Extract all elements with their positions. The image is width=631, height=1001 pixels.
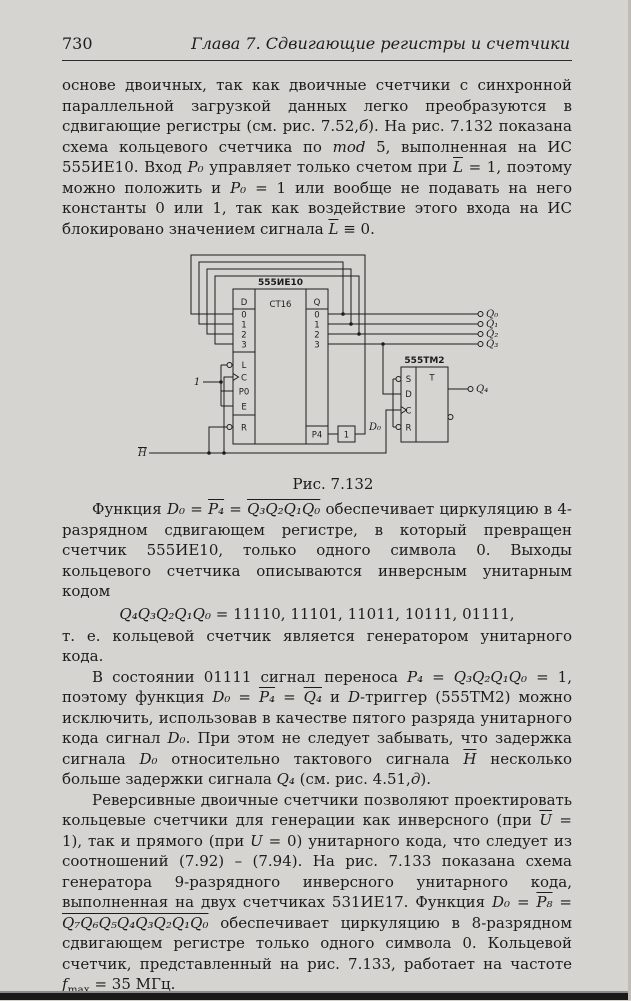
scan-edge-right [628, 0, 631, 1000]
label-const1: 1 [194, 377, 200, 388]
bubble-R [226, 424, 233, 430]
label-q3: Q₃ [486, 339, 498, 350]
ic-type-label: CT16 [270, 300, 292, 310]
wire-outputs [328, 313, 478, 345]
flip-flop: 555ТМ2 T S D C R [400, 356, 449, 443]
page: 730 Глава 7. Сдвигающие регистры и счетч… [62, 34, 572, 1001]
ic-pin-p4: P4 [312, 431, 323, 441]
label-q0: Q₀ [486, 309, 498, 320]
ic-pin-R: R [241, 424, 247, 434]
wire-clock [149, 376, 401, 454]
ic-pin-L: L [242, 361, 247, 371]
ic-pin-q2: 2 [314, 331, 319, 341]
ic-pin-q1: 1 [314, 321, 319, 331]
paragraph-4: В состоянии 01111 сигнал переноса P₄ = Q… [62, 667, 572, 789]
formula-line: Q₄Q₃Q₂Q₁Q₀ = 11110, 11101, 11011, 10111,… [119, 604, 515, 623]
paragraph-3: т. е. кольцевой счетчик является генерат… [62, 626, 572, 666]
ff-pin-C: C [406, 407, 412, 417]
ic-pin-q0: 0 [314, 311, 319, 321]
ff-pin-R: R [406, 424, 412, 434]
page-number: 730 [62, 34, 93, 53]
label-q1: Q₁ [486, 319, 498, 330]
header-rule [62, 60, 572, 61]
ff-pin-S: S [406, 375, 411, 385]
wires [149, 254, 478, 454]
bubble-ff-qinv [447, 414, 454, 420]
wire-q1-d2 [206, 268, 352, 335]
wire-q0-d1 [198, 261, 344, 325]
ic-pin-d3: 3 [241, 341, 246, 351]
ic-title-label: 555ИЕ10 [258, 278, 303, 288]
label-q2: Q₂ [486, 329, 498, 340]
ff-title-label: 555ТМ2 [404, 356, 444, 366]
ic-dividers [233, 289, 328, 444]
ff-pin-D: D [405, 390, 412, 400]
gate-box [337, 425, 356, 443]
bubble-L [226, 362, 233, 368]
figure-caption: Рис. 7.132 [292, 475, 374, 493]
ic-pin-d0: 0 [241, 311, 246, 321]
ff-box [400, 366, 449, 443]
label-clock: H [137, 448, 147, 459]
gate-label: 1 [344, 431, 349, 441]
scan-edge-bottom [0, 993, 631, 1000]
wire-d0-feedback [190, 254, 366, 435]
figure-7-132: 555ИЕ10 CT16 D 0 1 2 3 L C P0 E R Q 0 1 … [133, 249, 533, 493]
ic-box [232, 288, 329, 445]
running-head: Глава 7. Сдвигающие регистры и счетчики [191, 34, 570, 53]
ff-type-label: T [428, 374, 435, 384]
ic-pin-P0: P0 [239, 388, 250, 398]
junction-dots [207, 312, 385, 455]
ic-pin-q3: 3 [314, 341, 319, 351]
wire-q2-d3 [214, 275, 360, 345]
terminals [226, 311, 484, 430]
wire-reset [208, 426, 227, 453]
bubble-ff-S [395, 376, 402, 382]
paragraph-2: Функция D₀ = P₄ = Q₃Q₂Q₁Q₀ обеспечивает … [62, 500, 572, 600]
ic-pin-d2: 2 [241, 331, 246, 341]
clock-edge-marks [232, 372, 408, 415]
signal-labels: Q₀ Q₁ Q₂ Q₃ Q₄ D₀ 1 H [137, 309, 498, 459]
page-header: 730 Глава 7. Сдвигающие регистры и счетч… [62, 34, 572, 60]
ic-pin-C: C [241, 374, 247, 384]
ic-d-header: D [241, 298, 248, 308]
ic-counter: 555ИЕ10 CT16 D 0 1 2 3 L C P0 E R Q 0 1 … [232, 278, 329, 445]
ic-q-header: Q [314, 298, 321, 308]
ic-pin-E: E [241, 403, 246, 413]
wire-const1 [203, 364, 233, 407]
paragraph-1: основе двоичных, так как двоичные счетчи… [62, 76, 572, 238]
label-q4: Q₄ [476, 384, 488, 395]
paragraph-5: Реверсивные двоичные счетчики позволяют … [62, 790, 573, 997]
wire-ff-sr [392, 378, 396, 428]
bubble-ff-R [395, 424, 402, 430]
label-d0: D₀ [368, 422, 381, 433]
ic-pin-d1: 1 [241, 321, 246, 331]
circuit-diagram: 555ИЕ10 CT16 D 0 1 2 3 L C P0 E R Q 0 1 … [137, 254, 498, 459]
inverter-gate: 1 [337, 425, 356, 443]
wire-q3-ffd [382, 344, 401, 395]
scan-edge-shadow [0, 991, 631, 993]
